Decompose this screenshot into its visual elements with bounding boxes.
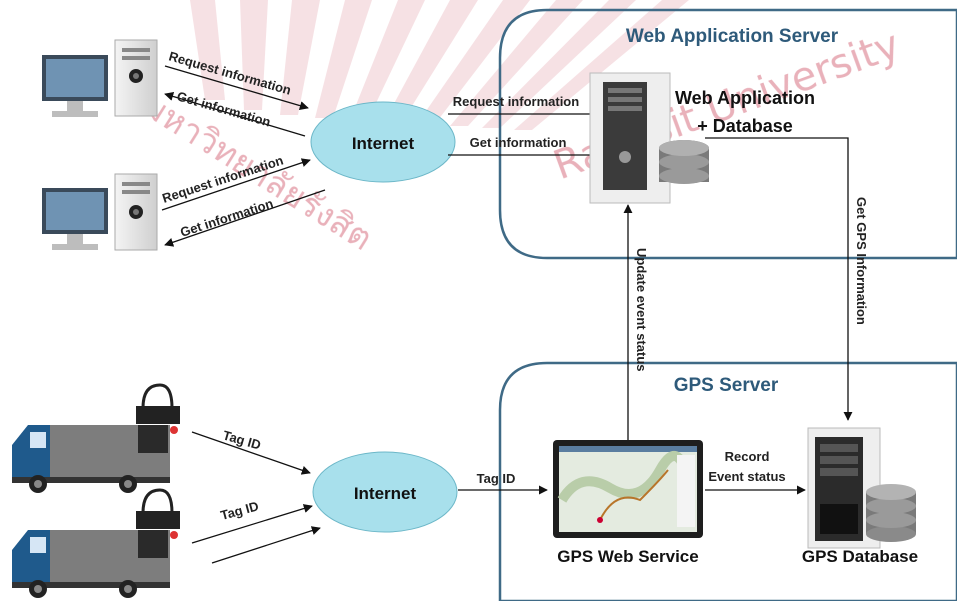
label-record-line1: Record [725, 449, 770, 464]
gps-web-service-tablet [553, 440, 703, 538]
arrow-get-1 [164, 91, 306, 137]
internet-bottom-label: Internet [354, 484, 417, 503]
gps-server-title: GPS Server [674, 375, 779, 396]
client-computer-1 [42, 39, 158, 117]
label-web-request: Request information [453, 94, 579, 109]
internet-bottom-cloud [312, 451, 458, 533]
label-web-get: Get information [470, 135, 567, 150]
client-computer-2 [42, 173, 158, 251]
label-record-line2: Event status [708, 469, 785, 484]
arrow-request-1 [164, 65, 309, 111]
arrow-get-gps [705, 137, 853, 421]
arrow-request-2 [161, 158, 311, 211]
watermark-logo [190, 0, 689, 130]
web-application-server-group [498, 8, 957, 260]
label-get-2: Get information [178, 196, 275, 240]
arrow-tag-2b [211, 526, 321, 564]
web-application-server-title: Web Application Server [626, 26, 839, 47]
label-tag-service: Tag ID [477, 471, 516, 486]
truck-2 [12, 488, 180, 598]
arrow-tag-2a [191, 504, 313, 544]
gps-database-label: GPS Database [802, 547, 918, 566]
truck-1 [12, 383, 180, 493]
web-app-label-line2: + Database [697, 116, 793, 136]
gps-web-service-label: GPS Web Service [557, 547, 698, 566]
gps-server-group [498, 361, 957, 601]
label-tag-2: Tag ID [219, 498, 260, 523]
arrow-tag-1 [191, 431, 311, 475]
label-get-gps: Get GPS Information [854, 197, 869, 325]
gps-database-icon [807, 427, 916, 549]
label-update-event: Update event status [634, 248, 649, 372]
web-app-label-line1: Web Application [675, 88, 815, 108]
internet-top-cloud [310, 101, 456, 183]
arrow-get-2 [164, 189, 326, 247]
internet-top-label: Internet [352, 134, 415, 153]
web-app-server-icon [589, 72, 709, 204]
